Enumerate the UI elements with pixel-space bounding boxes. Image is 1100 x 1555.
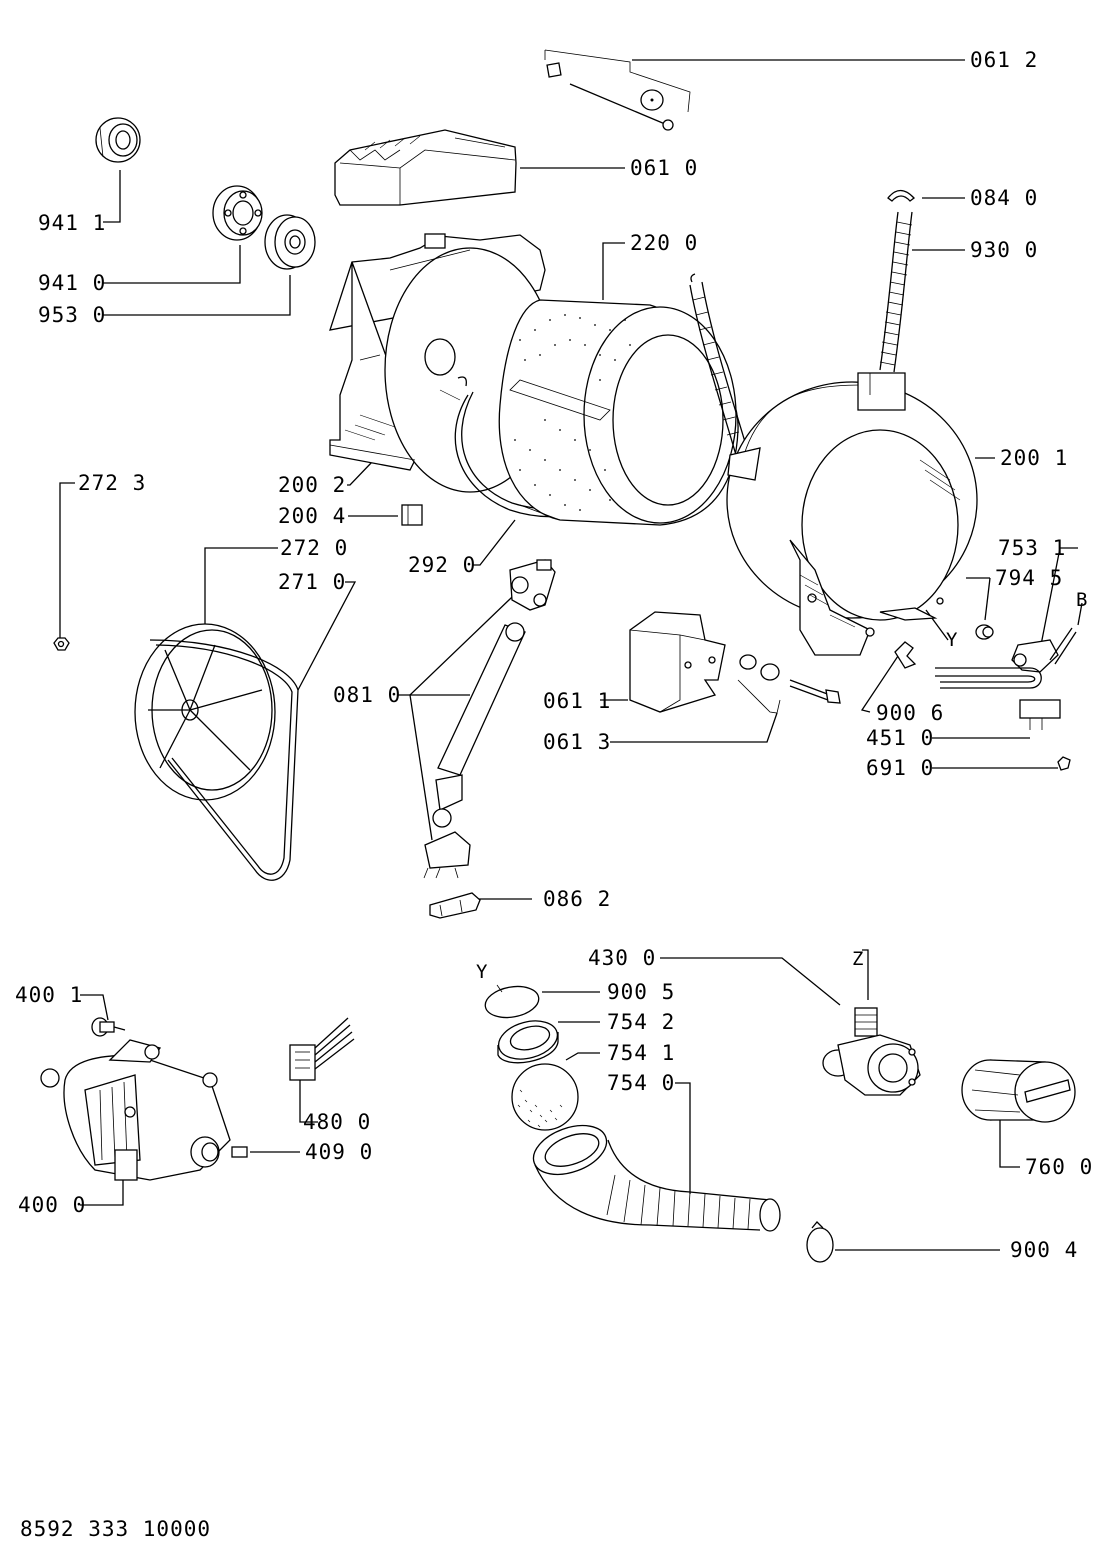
label-220-0: 220 0 bbox=[630, 231, 698, 255]
clip-200-4 bbox=[401, 504, 423, 526]
label-900-5: 900 5 bbox=[607, 980, 675, 1004]
spring-left bbox=[689, 273, 749, 456]
label-letter-y-lower: Y bbox=[476, 961, 488, 983]
label-061-0: 061 0 bbox=[630, 156, 698, 180]
nut-691-0 bbox=[1057, 756, 1071, 771]
belt-271-0 bbox=[149, 639, 299, 881]
label-430-0: 430 0 bbox=[588, 946, 656, 970]
label-794-5: 794 5 bbox=[995, 566, 1063, 590]
sensor-753-1 bbox=[1011, 627, 1077, 673]
shock-absorber-081-0 bbox=[423, 559, 556, 879]
drum-220-0 bbox=[498, 299, 739, 526]
label-400-0: 400 0 bbox=[18, 1193, 86, 1217]
pulley-272-0 bbox=[134, 623, 276, 801]
leader-lines bbox=[59, 59, 1083, 1251]
motor-400-0 bbox=[40, 1039, 231, 1181]
filter-760-0 bbox=[961, 1059, 1076, 1123]
label-200-2: 200 2 bbox=[278, 473, 346, 497]
label-061-3: 061 3 bbox=[543, 730, 611, 754]
ball-754-1 bbox=[511, 1063, 579, 1131]
label-953-0: 953 0 bbox=[38, 303, 106, 327]
label-061-1: 061 1 bbox=[543, 689, 611, 713]
hose-754-0 bbox=[532, 1124, 781, 1232]
spring-930-0 bbox=[879, 211, 913, 373]
pump-430-0 bbox=[822, 1007, 921, 1096]
label-900-4: 900 4 bbox=[1010, 1238, 1078, 1262]
label-272-3: 272 3 bbox=[78, 471, 146, 495]
panel-with-rod-061-2 bbox=[544, 49, 691, 131]
label-084-0: 084 0 bbox=[970, 186, 1038, 210]
ring-754-2 bbox=[497, 1020, 559, 1064]
nut-272-3 bbox=[53, 637, 70, 651]
label-941-0: 941 0 bbox=[38, 271, 106, 295]
heater-451-0 bbox=[935, 667, 1061, 730]
bracket-086-2 bbox=[429, 892, 481, 919]
counterweight-061-0 bbox=[334, 129, 517, 206]
label-200-4: 200 4 bbox=[278, 504, 346, 528]
hose-clip-900-4 bbox=[806, 1221, 834, 1263]
label-400-1: 400 1 bbox=[15, 983, 83, 1007]
label-941-1: 941 1 bbox=[38, 211, 106, 235]
bearing-941-0 bbox=[212, 185, 263, 241]
label-letter-b: B bbox=[1076, 589, 1088, 611]
part-labels: 061 2 061 0 941 1 941 0 953 0 220 0 084 … bbox=[15, 48, 1093, 1262]
clip-900-6 bbox=[894, 641, 917, 669]
label-409-0: 409 0 bbox=[305, 1140, 373, 1164]
clip-084-0 bbox=[887, 189, 915, 202]
washers-bolt-061-3 bbox=[737, 654, 841, 714]
gasket-900-5 bbox=[484, 984, 540, 1019]
counterweight-061-1 bbox=[629, 611, 726, 713]
bearing-941-1 bbox=[95, 117, 141, 163]
label-086-2: 086 2 bbox=[543, 887, 611, 911]
label-691-0: 691 0 bbox=[866, 756, 934, 780]
label-760-0: 760 0 bbox=[1025, 1155, 1093, 1179]
label-081-0: 081 0 bbox=[333, 683, 401, 707]
label-letter-z: Z bbox=[852, 948, 864, 970]
brush-400-1 bbox=[91, 1017, 126, 1037]
cap-794-5 bbox=[975, 624, 994, 640]
label-272-0: 272 0 bbox=[280, 536, 348, 560]
label-900-6: 900 6 bbox=[876, 701, 944, 725]
label-754-0: 754 0 bbox=[607, 1071, 675, 1095]
label-753-1: 753 1 bbox=[998, 536, 1066, 560]
connector-480-0 bbox=[289, 1017, 355, 1081]
brush-409-0 bbox=[231, 1146, 248, 1158]
label-200-1: 200 1 bbox=[1000, 446, 1068, 470]
label-754-1: 754 1 bbox=[607, 1041, 675, 1065]
label-letter-y-upper: Y bbox=[946, 629, 958, 651]
label-930-0: 930 0 bbox=[970, 238, 1038, 262]
label-754-2: 754 2 bbox=[607, 1010, 675, 1034]
label-292-0: 292 0 bbox=[408, 553, 476, 577]
drum-perforation-dots bbox=[514, 314, 631, 511]
diagram-reference-code: 8592 333 10000 bbox=[20, 1517, 212, 1541]
seal-953-0 bbox=[264, 214, 316, 270]
label-061-2: 061 2 bbox=[970, 48, 1038, 72]
label-451-0: 451 0 bbox=[866, 726, 934, 750]
label-480-0: 480 0 bbox=[303, 1110, 371, 1134]
front-tub-200-1 bbox=[726, 372, 978, 656]
label-271-0: 271 0 bbox=[278, 570, 346, 594]
